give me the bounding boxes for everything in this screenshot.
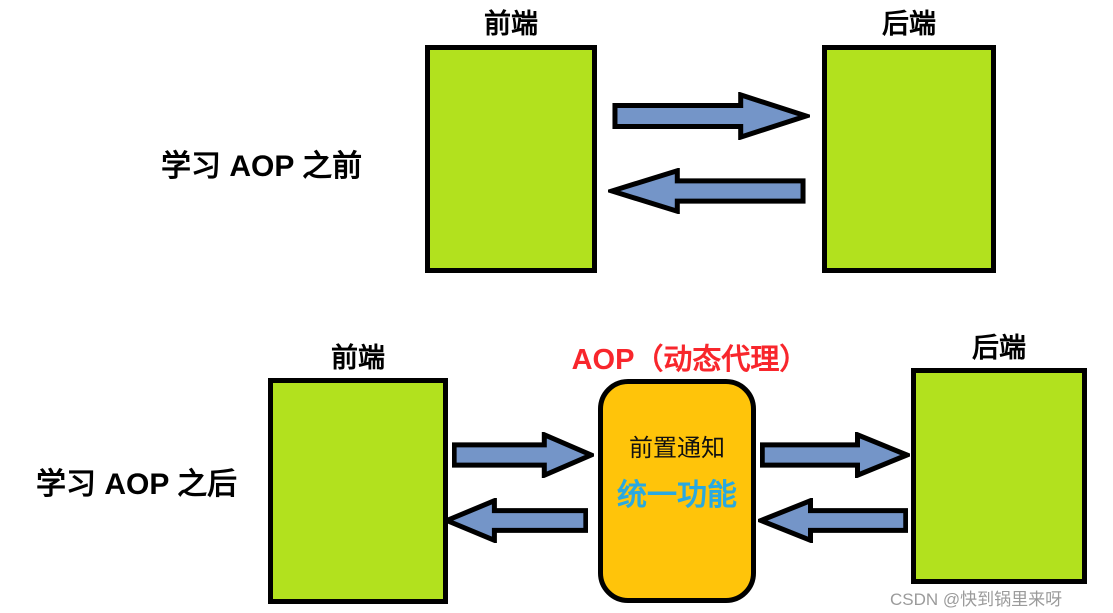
after-backend-label: 后端 [972,333,1026,363]
aop-unified-function-label: 统一功能 [617,479,737,512]
aop-proxy-title: AOP（动态代理） [571,344,809,376]
aop-before-advice-label: 前置通知 [629,435,725,462]
before-backend-label: 后端 [882,9,936,39]
arrow-left-icon [444,498,588,543]
after-frontend-box [268,378,448,604]
arrow-right-icon [452,432,594,478]
arrow-left-icon [608,168,806,214]
before-section-caption: 学习 AOP 之前 [161,150,363,183]
after-frontend-label: 前端 [331,343,385,373]
arrow-right-icon [612,92,810,140]
csdn-watermark: CSDN @快到锅里来呀 [890,590,1063,609]
after-section-caption: 学习 AOP 之后 [36,468,238,501]
after-backend-box [911,368,1087,584]
before-frontend-label: 前端 [484,9,538,39]
aop-proxy-box: 前置通知 统一功能 [598,379,756,603]
before-frontend-box [425,45,597,273]
before-backend-box [822,45,996,273]
arrow-left-icon [758,498,908,543]
arrow-right-icon [760,432,910,478]
